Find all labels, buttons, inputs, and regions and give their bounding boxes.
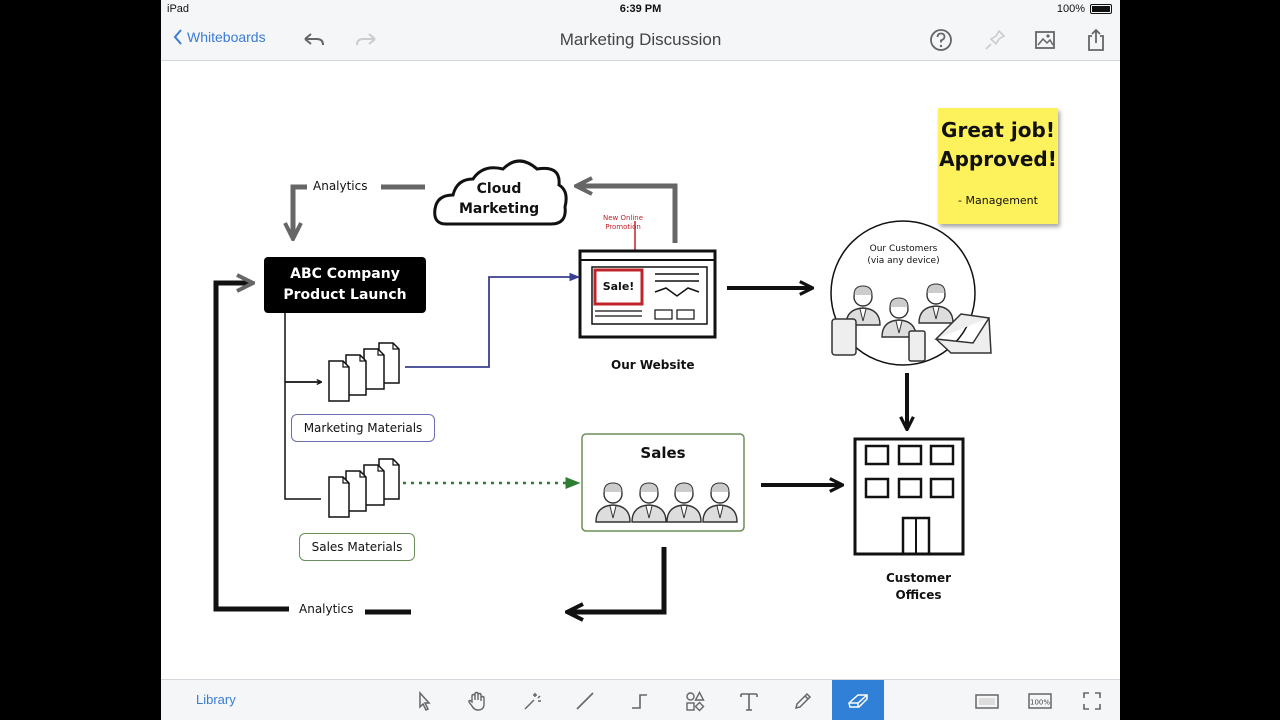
- redo-icon[interactable]: [353, 26, 381, 54]
- pointer-icon: [419, 690, 431, 711]
- eraser-tool-button[interactable]: [832, 680, 884, 720]
- analytics-bottom-label: Analytics: [299, 602, 354, 616]
- product-launch-box[interactable]: [264, 257, 426, 313]
- help-icon[interactable]: [927, 26, 955, 54]
- battery-icon: [1090, 4, 1112, 14]
- sales-docs-icon: [328, 458, 400, 518]
- hand-tool-button[interactable]: [451, 680, 503, 720]
- product-launch-line2: Product Launch: [283, 287, 407, 303]
- marketing-materials-label[interactable]: Marketing Materials: [291, 414, 435, 442]
- pen-tool-button[interactable]: [777, 680, 829, 720]
- product-launch-label: ABC Company Product Launch: [264, 264, 426, 306]
- select-tool-button[interactable]: [398, 680, 450, 720]
- zoom-level-text: 100%: [1030, 698, 1050, 706]
- zoom-100-button[interactable]: 100%: [1014, 680, 1066, 720]
- analytics-top-label: Analytics: [313, 179, 368, 193]
- sales-title: Sales: [640, 444, 686, 462]
- sticky-note-signature: - Management: [958, 194, 1038, 207]
- line-icon: [576, 691, 594, 710]
- chevron-left-icon: [173, 29, 182, 45]
- customers-line1: Our Customers: [869, 244, 938, 254]
- sticky-note[interactable]: Great job! Approved! - Management: [938, 108, 1058, 224]
- whiteboard-canvas[interactable]: Cloud Marketing Analytics New Online Pro…: [161, 61, 1120, 679]
- sticky-note-line2: Approved!: [939, 147, 1057, 171]
- back-label: Whiteboards: [187, 29, 266, 45]
- magic-wand-tool-button[interactable]: [506, 680, 558, 720]
- launch-tree-lines: [284, 313, 321, 500]
- pin-icon[interactable]: [981, 26, 1009, 54]
- marketing-to-website-line: [405, 272, 581, 368]
- frame-icon: [975, 693, 999, 709]
- fullscreen-icon: [1083, 691, 1101, 710]
- website-label: Our Website: [611, 358, 695, 372]
- frame-view-button[interactable]: [961, 680, 1013, 720]
- image-export-icon[interactable]: [1031, 26, 1059, 54]
- device-name: iPad: [167, 3, 190, 15]
- customers-line2: (via any device): [867, 256, 940, 266]
- bottom-toolbar: Library 100%: [161, 679, 1120, 720]
- website-browser-sketch[interactable]: [578, 249, 717, 339]
- line-tool-button[interactable]: [559, 680, 611, 720]
- promotion-line2: Promotion: [605, 223, 641, 231]
- customers-circle[interactable]: [830, 220, 976, 366]
- zoom-icon: 100%: [1028, 692, 1052, 709]
- analytics-loop-arrow: [213, 283, 289, 612]
- devices-icon: [831, 313, 992, 362]
- customer-offices-line2: Offices: [895, 588, 942, 602]
- shapes-icon: [686, 690, 705, 711]
- hand-icon: [468, 691, 485, 711]
- fullscreen-button[interactable]: [1066, 680, 1118, 720]
- analytics-to-launch-arrow: [293, 184, 307, 237]
- library-button[interactable]: Library: [196, 692, 236, 707]
- magic-wand-icon: [524, 692, 541, 710]
- diagram-drawing: [213, 159, 992, 679]
- cloud-marketing-label: Cloud Marketing: [459, 179, 539, 219]
- sales-materials-label[interactable]: Sales Materials: [299, 533, 415, 561]
- customers-label: Our Customers (via any device): [851, 243, 956, 267]
- text-tool-button[interactable]: [723, 680, 775, 720]
- status-bar: iPad 6:39 PM 100%: [161, 0, 1120, 20]
- clock: 6:39 PM: [619, 3, 662, 15]
- cloud-marketing-line2: Marketing: [459, 201, 540, 217]
- product-launch-line1: ABC Company: [290, 266, 400, 282]
- customer-offices-building[interactable]: [853, 437, 965, 556]
- share-icon[interactable]: [1082, 26, 1110, 54]
- cloud-marketing-line1: Cloud: [476, 181, 522, 197]
- marketing-docs-icon: [328, 342, 400, 402]
- navigation-bar: Whiteboards Marketing Discussion: [161, 20, 1120, 61]
- sticky-note-text: Great job! Approved!: [938, 116, 1058, 174]
- promotion-label: New Online Promotion: [593, 214, 653, 232]
- back-to-whiteboards-button[interactable]: Whiteboards: [173, 29, 266, 45]
- sales-to-analytics-arrow: [569, 547, 667, 612]
- eraser-icon: [848, 693, 868, 708]
- cloud-marketing-shape[interactable]: [433, 159, 568, 226]
- sticky-note-line1: Great job!: [941, 118, 1055, 142]
- undo-icon[interactable]: [299, 26, 327, 54]
- connector-icon: [632, 693, 647, 709]
- connector-tool-button[interactable]: [613, 680, 665, 720]
- promotion-line1: New Online: [602, 214, 644, 222]
- text-icon: [740, 692, 758, 711]
- ipad-screen: iPad 6:39 PM 100% Whiteboards Marketing …: [161, 0, 1120, 720]
- status-indicators: 100%: [1057, 3, 1112, 15]
- shapes-tool-button[interactable]: [669, 680, 721, 720]
- sale-label: Sale!: [602, 280, 635, 293]
- battery-percent: 100%: [1056, 3, 1085, 15]
- website-to-cloud-arrow: [578, 186, 678, 243]
- pen-icon: [794, 692, 812, 709]
- customer-offices-line1: Customer: [885, 571, 952, 585]
- customer-offices-label: Customer Offices: [871, 570, 966, 604]
